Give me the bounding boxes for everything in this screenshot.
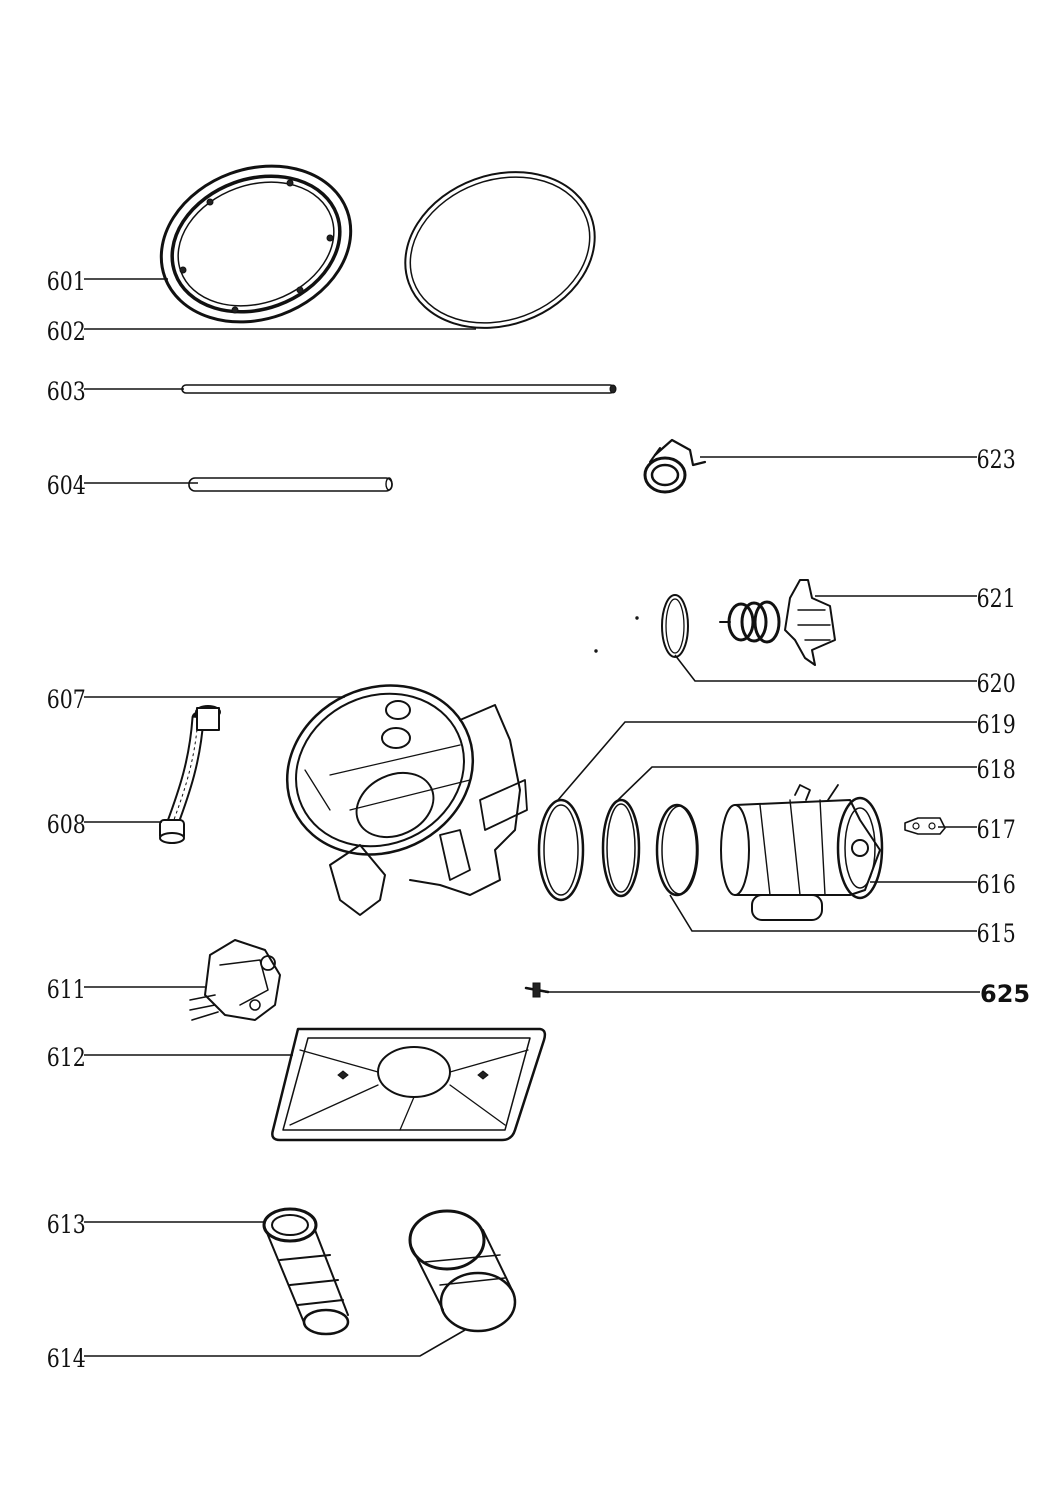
leader-619 <box>557 721 977 801</box>
label-613: 613 <box>47 1211 86 1239</box>
leader-618 <box>617 766 977 801</box>
leader-lines <box>84 278 980 1357</box>
label-623: 623 <box>977 446 1016 474</box>
part-618-drawing <box>601 798 641 898</box>
part-613-drawing <box>262 1207 350 1336</box>
part-612-drawing <box>271 1027 547 1142</box>
part-604-drawing <box>188 477 393 492</box>
label-618: 618 <box>977 756 1016 784</box>
leader-620 <box>674 654 977 682</box>
part-625-drawing <box>524 982 550 998</box>
part-616-drawing <box>720 784 884 921</box>
part-617-drawing <box>904 817 946 835</box>
label-612: 612 <box>47 1044 86 1072</box>
label-620: 620 <box>977 670 1016 698</box>
label-615: 615 <box>977 920 1016 948</box>
part-labels: 601 602 603 604 607 608 611 612 613 614 … <box>47 268 1030 1373</box>
label-604: 604 <box>47 472 86 500</box>
label-607: 607 <box>47 686 86 714</box>
part-623-drawing <box>643 438 707 494</box>
label-617: 617 <box>977 816 1016 844</box>
part-608-drawing <box>159 705 221 844</box>
leader-614 <box>84 1329 466 1357</box>
leader-615 <box>669 894 977 932</box>
label-625: 625 <box>980 980 1030 1008</box>
part-619-drawing <box>537 798 585 902</box>
label-603: 603 <box>47 378 86 406</box>
part-620-drawing <box>594 594 689 658</box>
label-621: 621 <box>977 585 1016 613</box>
part-603-drawing <box>181 384 617 394</box>
label-619: 619 <box>977 711 1016 739</box>
part-601-drawing <box>159 164 353 324</box>
label-601: 601 <box>47 268 86 296</box>
label-608: 608 <box>47 811 86 839</box>
part-621-drawing <box>719 579 836 666</box>
part-615-drawing <box>655 803 699 897</box>
part-614-drawing <box>408 1209 517 1333</box>
part-602-drawing <box>404 171 596 329</box>
label-614: 614 <box>47 1345 86 1373</box>
label-611: 611 <box>47 976 86 1004</box>
part-607-drawing <box>285 684 528 916</box>
part-611-drawing <box>189 939 281 1021</box>
label-602: 602 <box>47 318 86 346</box>
label-616: 616 <box>977 871 1016 899</box>
